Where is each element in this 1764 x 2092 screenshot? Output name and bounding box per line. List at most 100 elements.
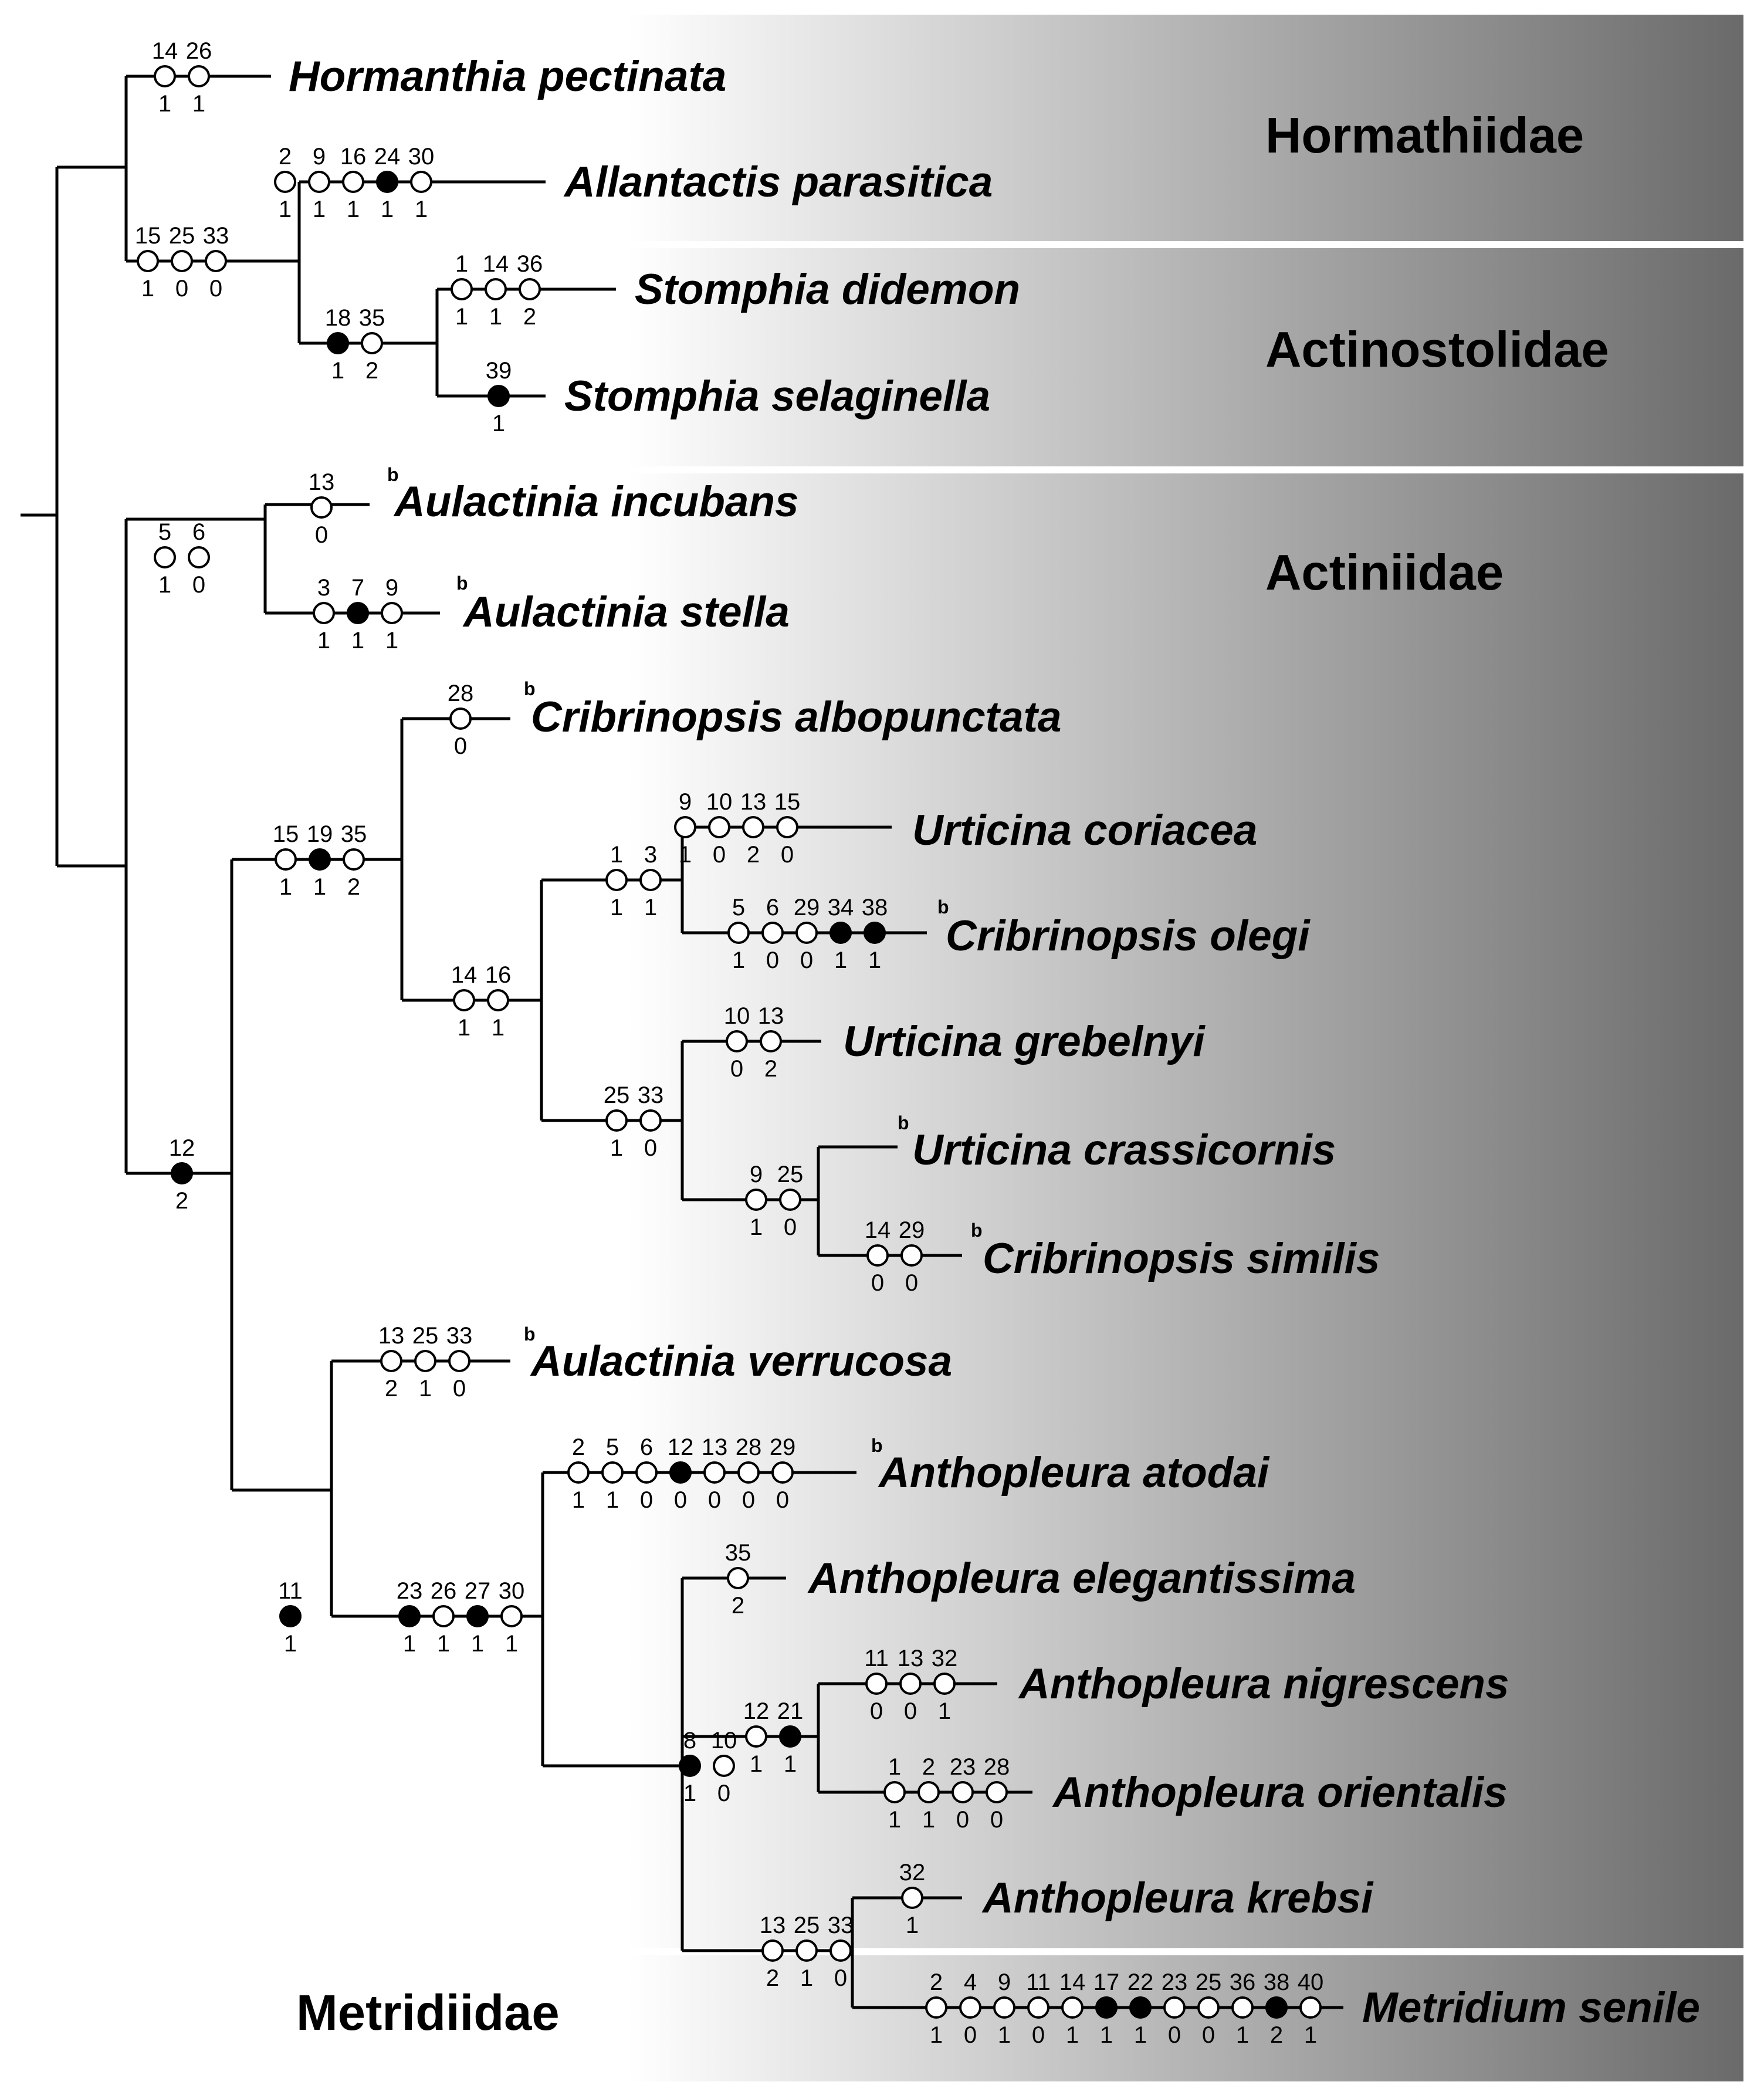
character-state: 0	[192, 572, 205, 598]
character-state: 0	[781, 842, 794, 868]
homoplasy-dot-open	[361, 332, 383, 354]
character-state: 1	[1100, 2022, 1113, 2048]
family-label-actiniidae: Actiniidae	[1265, 545, 1504, 601]
character-number: 11	[864, 1646, 889, 1671]
homoplasy-dot-open	[448, 1350, 470, 1372]
taxon-name: Aulactinia incubans	[393, 478, 799, 526]
homoplasy-dot-open	[342, 171, 364, 193]
character-number: 34	[828, 895, 854, 920]
character-number: 28	[984, 1754, 1010, 1780]
branch-crassicornis-similis	[817, 1145, 962, 1257]
marker-group: 280	[448, 681, 474, 759]
taxon-anthopleura-krebsi: Anthopleura krebsi	[981, 1874, 1374, 1922]
character-state: 1	[347, 197, 360, 222]
homoplasy-dot-open	[137, 250, 159, 272]
character-number: 2	[922, 1754, 935, 1780]
homoplasy-dot-open	[308, 171, 330, 193]
character-state: 0	[871, 1270, 884, 1296]
homoplasy-dot-open	[1299, 1996, 1322, 2019]
character-state: 1	[385, 628, 398, 654]
homoplasy-dot-open	[761, 922, 784, 944]
synapomorphy-dot-filled	[327, 332, 349, 354]
synapomorphy-dot-filled	[347, 602, 369, 624]
homoplasy-dot-open	[737, 1461, 760, 1484]
character-state: 1	[313, 197, 326, 222]
marker-group: 391	[486, 358, 512, 436]
character-state: 1	[351, 628, 364, 654]
character-number: 4	[964, 1969, 977, 1995]
taxon-mark: b	[524, 678, 536, 699]
homoplasy-dot-open	[883, 1781, 906, 1803]
character-number: 11	[1026, 1969, 1051, 1995]
taxon-name: Aulactinia verrucosa	[530, 1338, 952, 1385]
band-actinostolidae	[0, 248, 1743, 466]
marker-group: 321	[899, 1860, 926, 1938]
taxon-name: Urticina coriacea	[912, 807, 1257, 854]
character-state: 0	[742, 1487, 755, 1513]
character-number: 15	[135, 223, 161, 249]
synapomorphy-dot-filled	[171, 1162, 193, 1184]
character-state: 0	[175, 276, 188, 302]
character-state: 1	[732, 947, 745, 973]
taxon-name: Cribrinopsis albopunctata	[531, 693, 1061, 741]
character-number: 2	[279, 144, 292, 170]
character-state: 1	[158, 572, 171, 598]
homoplasy-dot-open	[274, 171, 296, 193]
homoplasy-dot-open	[674, 816, 696, 838]
homoplasy-dot-open	[1197, 1996, 1220, 2019]
character-state: 1	[489, 304, 502, 330]
homoplasy-dot-open	[639, 1109, 662, 1132]
taxon-name: Allantactis parasitica	[563, 158, 993, 206]
character-state: 0	[766, 947, 779, 973]
taxon-stomphia-selaginella: Stomphia selaginella	[564, 373, 990, 420]
homoplasy-dot-open	[745, 1725, 767, 1748]
homoplasy-dot-open	[205, 250, 227, 272]
taxon-mark: b	[898, 1112, 909, 1133]
character-number: 39	[486, 358, 512, 384]
character-number: 13	[702, 1434, 728, 1460]
character-number: 9	[679, 789, 692, 815]
homoplasy-dot-open	[451, 278, 473, 300]
character-state: 0	[800, 947, 813, 973]
taxon-name: Cribrinopsis olegi	[946, 912, 1311, 960]
character-number: 30	[408, 144, 435, 170]
taxon-allantactis-parasitica: Allantactis parasitica	[563, 158, 993, 206]
character-state: 0	[674, 1487, 687, 1513]
character-state: 0	[776, 1487, 789, 1513]
character-state: 0	[784, 1214, 797, 1240]
character-markers: 1412611512503302191161241301181352111413…	[135, 38, 1324, 2048]
homoplasy-dot-open	[310, 496, 333, 519]
character-number: 9	[385, 575, 398, 601]
character-state: 0	[708, 1487, 721, 1513]
character-number: 6	[640, 1434, 653, 1460]
character-number: 24	[374, 144, 401, 170]
character-number: 22	[1128, 1969, 1154, 1995]
homoplasy-dot-open	[899, 1673, 922, 1695]
character-state: 2	[365, 358, 378, 384]
character-number: 25	[604, 1082, 630, 1108]
band-hormathiidae	[0, 15, 1743, 241]
character-number: 25	[777, 1162, 804, 1187]
homoplasy-dot-open	[601, 1461, 624, 1484]
character-state: 0	[904, 1698, 917, 1724]
marker-group: 130	[309, 469, 335, 548]
homoplasy-dot-open	[500, 1605, 523, 1627]
synapomorphy-dot-filled	[376, 171, 398, 193]
homoplasy-dot-open	[519, 278, 541, 300]
homoplasy-dot-open	[708, 816, 730, 838]
character-state: 1	[610, 895, 623, 920]
synapomorphy-dot-filled	[1129, 1996, 1152, 2019]
character-state: 1	[1236, 2022, 1249, 2048]
taxon-name: Stomphia didemon	[635, 266, 1020, 313]
character-number: 16	[485, 962, 512, 988]
character-number: 13	[758, 1003, 784, 1029]
taxon-name: Urticina crassicornis	[912, 1126, 1336, 1174]
character-state: 0	[454, 733, 467, 759]
character-state: 1	[679, 842, 692, 868]
